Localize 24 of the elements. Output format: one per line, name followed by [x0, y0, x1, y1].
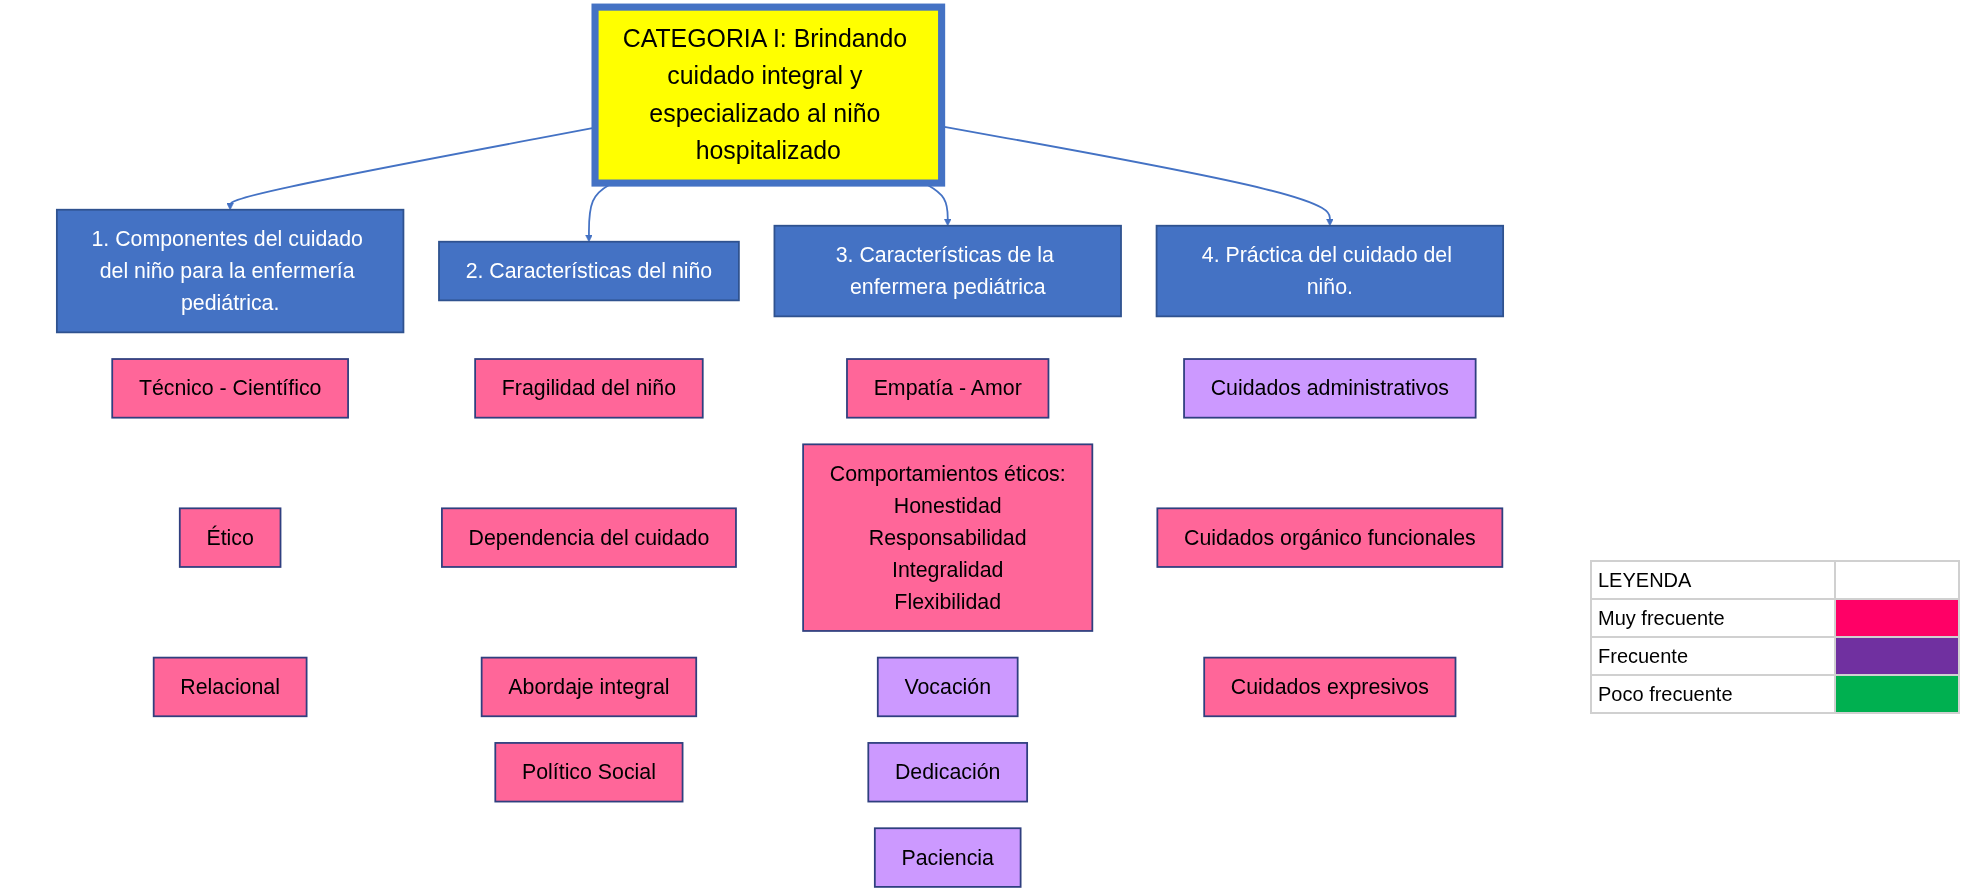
legend-text: Frecuente — [1591, 637, 1835, 675]
node-box: Dedicación — [867, 742, 1029, 803]
node-box: Comportamientos éticos: Honestidad Responsabilidad Integralidad Flexibilidad — [802, 443, 1094, 632]
node-box: Cuidados orgánico funcionales — [1156, 507, 1504, 568]
node-box: Técnico - Científico — [111, 358, 349, 419]
node-box: Político Social — [494, 742, 684, 803]
legend-text: Poco frecuente — [1591, 675, 1835, 713]
legend-text: Muy frecuente — [1591, 599, 1835, 637]
node-box: Vocación — [876, 656, 1019, 718]
legend-title: LEYENDA — [1591, 561, 1835, 599]
node-box: Empatía - Amor — [846, 358, 1050, 419]
node-box: Fragilidad del niño — [474, 358, 704, 419]
node-box: Cuidados administrativos — [1183, 358, 1477, 419]
node-box: 2. Características del niño — [438, 240, 740, 302]
node-box: CATEGORIA I: Brindando cuidado integral y especializado al niño hospitalizado — [591, 3, 946, 187]
node-box: Abordaje integral — [480, 656, 698, 718]
node-box: Ético — [178, 507, 282, 568]
node-box: 3. Características de la enfermera pediátrica — [773, 224, 1122, 318]
node-box: 1. Componentes del cuidado del niño para la enfermería pediátrica. — [55, 208, 405, 334]
node-box: Paciencia — [873, 827, 1022, 888]
node-box: 4. Práctica del cuidado del niño. — [1155, 224, 1505, 318]
node-box: Dependencia del cuidado — [441, 507, 737, 568]
node-box: Cuidados expresivos — [1203, 656, 1457, 718]
node-box: Relacional — [152, 656, 308, 718]
